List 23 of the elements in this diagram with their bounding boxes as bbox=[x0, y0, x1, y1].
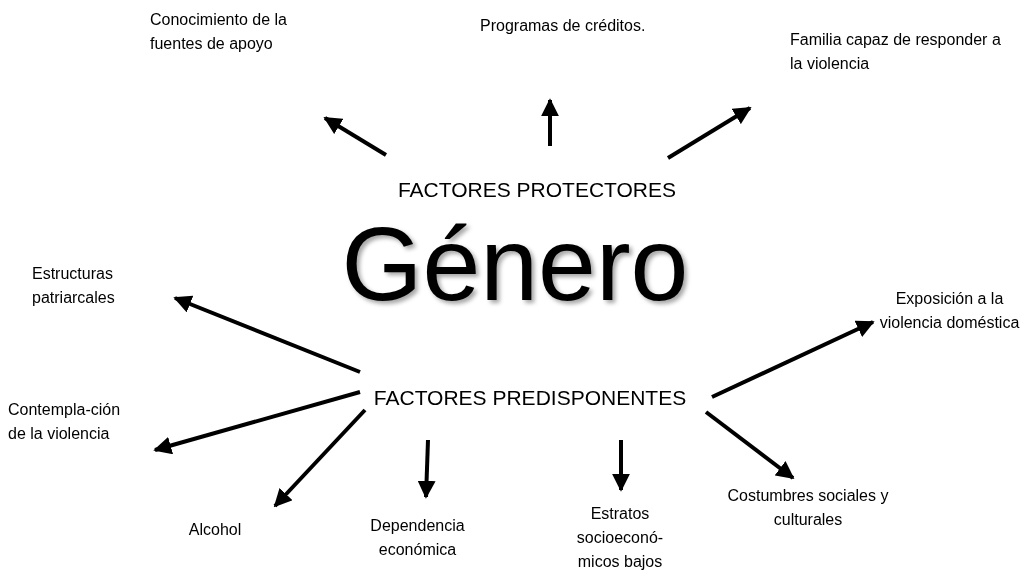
arrow bbox=[323, 116, 388, 157]
arrow bbox=[704, 410, 795, 480]
arrow bbox=[153, 390, 361, 455]
title-heading: Género bbox=[340, 212, 690, 316]
arrow bbox=[541, 98, 559, 146]
factor-text: Alcohol bbox=[187, 520, 243, 540]
factor-text: Costumbres sociales y culturales bbox=[726, 486, 890, 530]
factor-text: Estructuras patriarcales bbox=[32, 264, 116, 308]
factor-text: Exposición a la violencia doméstica bbox=[878, 289, 1021, 333]
factor-text: Dependencia económica bbox=[369, 516, 466, 560]
arrow bbox=[273, 408, 367, 508]
factor-text: Estratos socioeconó-micos bajos bbox=[575, 504, 665, 572]
arrow bbox=[666, 106, 752, 160]
factor-text: Familia capaz de responder a la violencia bbox=[790, 30, 1002, 74]
arrow bbox=[612, 440, 630, 492]
factor-text: Programas de créditos. bbox=[480, 16, 647, 36]
category-heading: FACTORES PROTECTORES bbox=[396, 177, 678, 203]
arrow bbox=[173, 295, 361, 374]
arrow bbox=[417, 439, 436, 499]
factor-text: Conocimiento de la fuentes de apoyo bbox=[150, 10, 288, 54]
category-heading: FACTORES PREDISPONENTES bbox=[372, 385, 688, 411]
factor-text: Contempla-ción de la violencia bbox=[8, 400, 122, 444]
arrow bbox=[711, 320, 875, 399]
